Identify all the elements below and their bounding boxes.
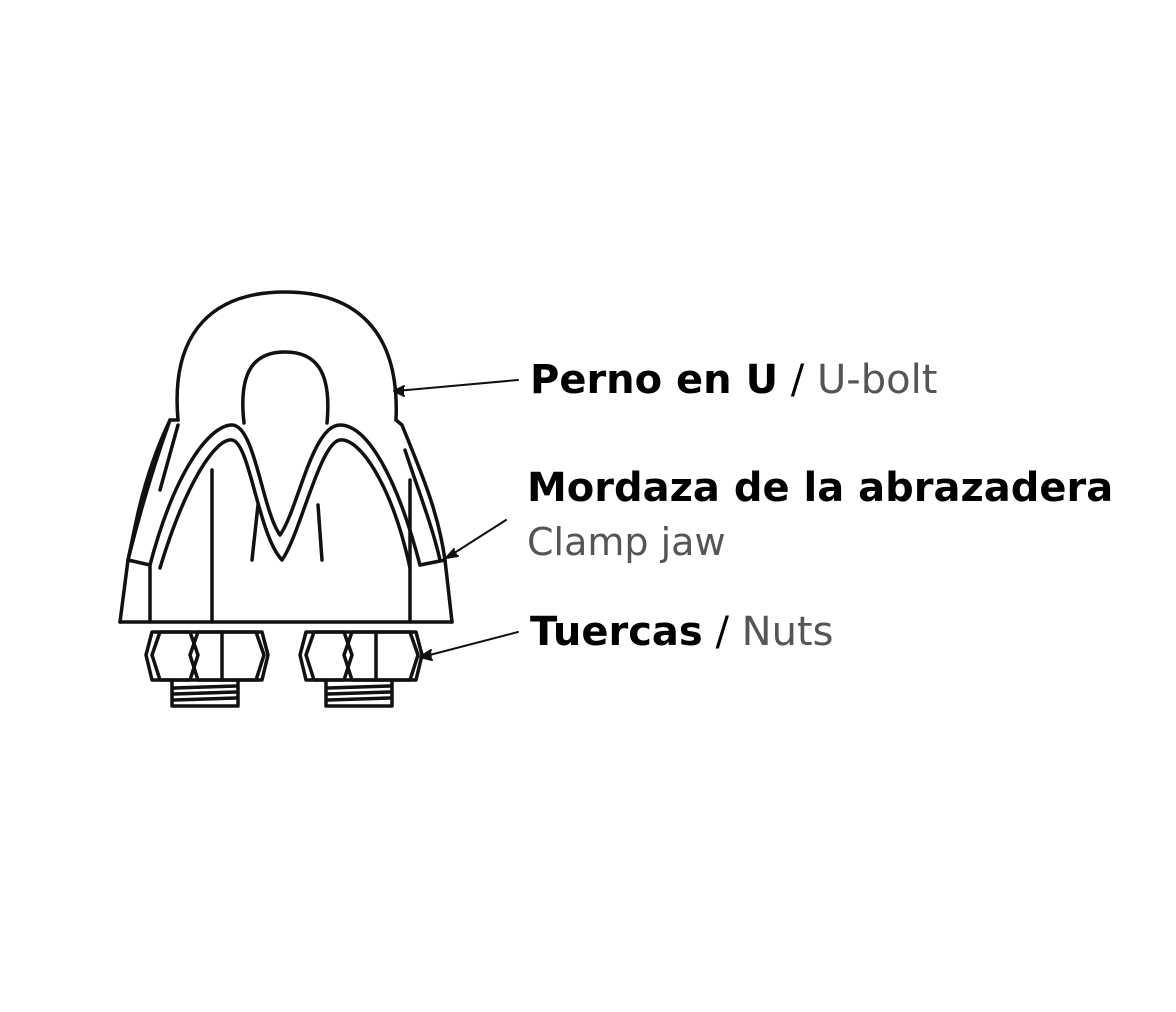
u-bolt-shape: [175, 290, 398, 425]
nut-right: [298, 630, 424, 708]
leader-lines: [393, 379, 519, 661]
label-nuts-en: Nuts: [741, 609, 834, 655]
clamp-jaw-shape: [118, 418, 454, 624]
label-nuts-separator: /: [715, 609, 729, 655]
label-u-bolt-separator: /: [790, 357, 805, 403]
label-u-bolt: Perno en U / U-bolt: [530, 360, 937, 400]
label-nuts-es: Tuercas: [530, 609, 703, 655]
label-clamp-jaw-en: Clamp jaw: [527, 520, 726, 564]
leader-line-ubolt: [393, 379, 519, 397]
nut-left: [144, 630, 270, 708]
label-u-bolt-es: Perno en U: [530, 357, 779, 403]
leader-line-nuts: [419, 631, 519, 661]
label-nuts: Tuercas / Nuts: [530, 612, 833, 652]
label-u-bolt-en: U-bolt: [817, 357, 938, 403]
leader-line-jaw: [445, 519, 507, 559]
label-clamp-jaw-es: Mordaza de la abrazadera: [527, 465, 1114, 511]
